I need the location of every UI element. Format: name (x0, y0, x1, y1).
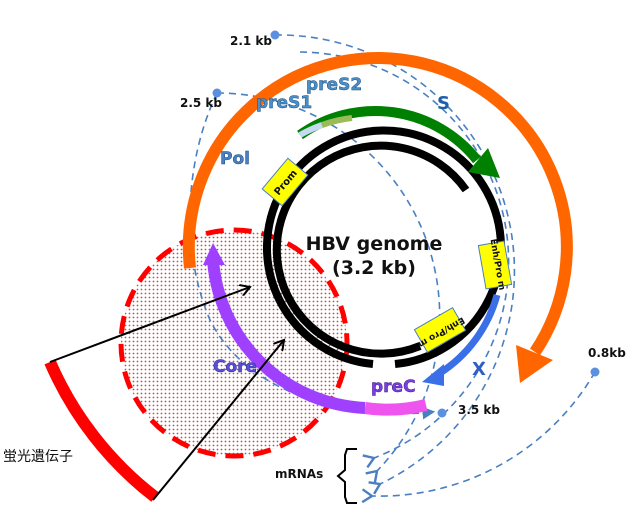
reporter-label: 蛍光遺伝子 (3, 449, 73, 465)
prom-element: Prom (261, 157, 309, 207)
genome-size: (3.2 kb) (332, 257, 416, 279)
pres1-segment (298, 122, 324, 138)
reporter-gene-arc (44, 359, 159, 502)
dot-0-8kb (590, 367, 600, 377)
prec-segment (364, 399, 428, 416)
s-arrowhead (468, 148, 500, 178)
insert-arrow-2 (152, 340, 284, 501)
enh-element-2: Enh/Pro m (413, 307, 467, 353)
pres2-segment (320, 115, 353, 128)
prec-label: preC (371, 377, 416, 397)
enh-element-1: Enh/Pro m (477, 238, 513, 291)
mrnas-label: mRNAs (275, 467, 323, 481)
mrna-brace (336, 448, 357, 504)
genome-title: HBV genome (306, 233, 443, 255)
pol-arc (182, 52, 573, 356)
core-label: Core (213, 357, 257, 377)
label-2-1kb: 2.1 kb (230, 34, 272, 48)
pol-label: Pol (220, 149, 250, 169)
insertion-region (118, 227, 350, 459)
transcript-inner (299, 51, 510, 469)
label-2-5kb: 2.5 kb (180, 96, 222, 110)
s-label: S (437, 93, 450, 114)
genome-outer-strand (263, 126, 505, 368)
label-0-8kb: 0.8kb (588, 346, 626, 360)
dot-2-1kb (270, 30, 280, 40)
pres2-label: preS2 (306, 75, 362, 95)
core-arrowhead (203, 243, 225, 265)
label-3-5kb: 3.5 kb (458, 403, 500, 417)
dot-3-5kb (437, 408, 447, 418)
x-arrowhead (422, 364, 444, 386)
transcript-2-4kb (216, 92, 441, 483)
pol-arrowhead (516, 345, 553, 383)
genome-inner-strand (272, 141, 470, 358)
x-label: X (472, 359, 486, 380)
transcript-0-8kb (361, 371, 596, 504)
core-gene-arc (207, 259, 366, 414)
x-gene-arc (438, 294, 501, 376)
insert-arrow-1 (49, 287, 250, 363)
pres1-label: preS1 (256, 93, 312, 113)
dot-2-5kb (212, 88, 222, 98)
